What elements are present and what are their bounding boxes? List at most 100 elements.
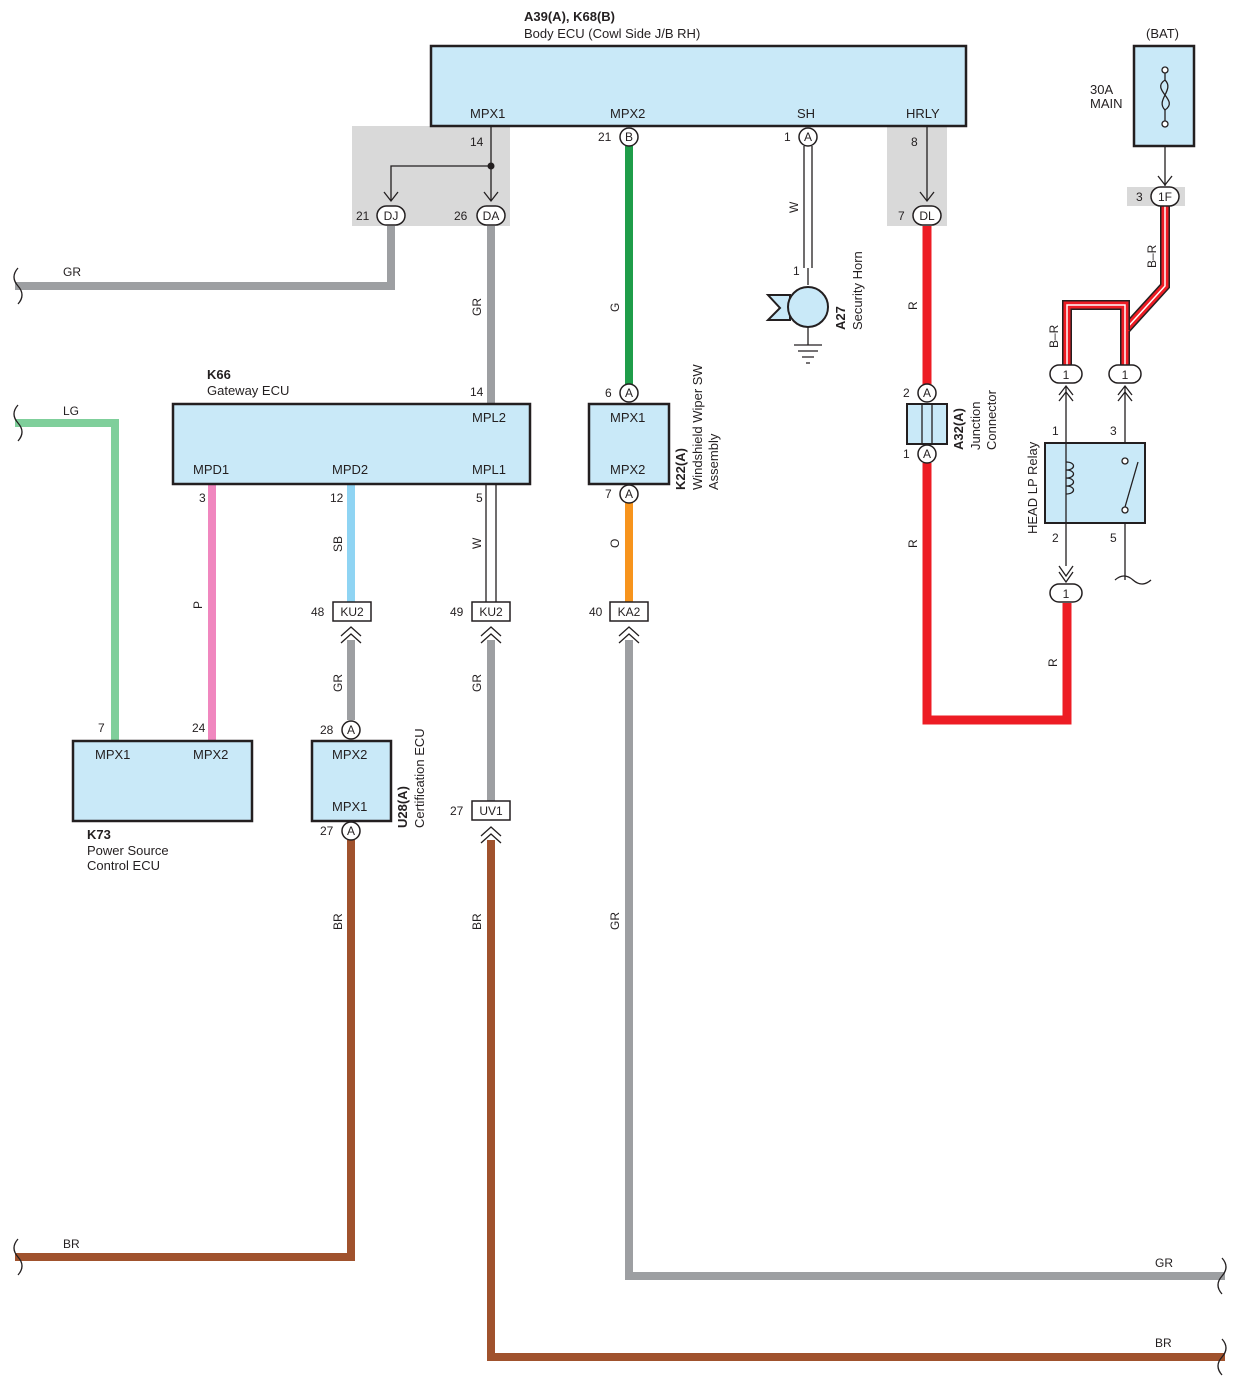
break-gr-right <box>1217 1257 1227 1295</box>
power-source-name-2: Control ECU <box>87 858 160 873</box>
wire-label-gr-ka2: GR <box>608 912 622 930</box>
wire-label-sb: SB <box>331 536 345 552</box>
relay-name: HEAD LP Relay <box>1025 441 1040 534</box>
wire-br-stripe-a <box>1124 206 1166 365</box>
connector-da-num: 26 <box>454 209 468 223</box>
break-relay-5 <box>1114 575 1152 585</box>
gateway-name: Gateway ECU <box>207 383 289 398</box>
wiper-conn-top-letter: A <box>625 386 633 400</box>
wiper-mpx1-label: MPX1 <box>610 410 645 425</box>
relay-pin-2: 2 <box>1052 531 1059 545</box>
connector-uv1-num: 27 <box>450 804 464 818</box>
horn-icon <box>787 286 829 328</box>
horn-icon-body <box>765 294 791 321</box>
wire-br-left <box>15 840 355 1261</box>
body-ecu-code: A39(A), K68(B) <box>524 9 615 24</box>
relay-pin-5: 5 <box>1110 531 1117 545</box>
connector-ku2-48-id: KU2 <box>340 605 364 619</box>
chevron-uv1 <box>480 826 502 844</box>
wire-r-bottom <box>922 463 1072 725</box>
cert-mpx2-label: MPX2 <box>332 747 367 762</box>
horn-code: A27 <box>833 306 848 330</box>
fuse-name: MAIN <box>1090 96 1123 111</box>
wire-label-w-horn: W <box>787 201 801 213</box>
power-source-name-1: Power Source <box>87 843 169 858</box>
chevron-ku2-48 <box>340 626 362 644</box>
junction-top-conn <box>917 383 937 403</box>
break-br-left <box>13 1238 23 1276</box>
connector-ka2-id: KA2 <box>618 605 641 619</box>
cert-name: Certification ECU <box>412 728 427 828</box>
cert-conn-bottom-letter: A <box>347 824 355 838</box>
relay-conn-bottom <box>1049 583 1083 603</box>
wire-label-br-cert: BR <box>331 913 345 930</box>
wiper-conn-bottom <box>619 484 639 504</box>
body-ecu-mpx1-label: MPX1 <box>470 106 505 121</box>
relay-conn-left-top-id: 1 <box>1063 368 1070 382</box>
junction-code: A32(A) <box>951 408 966 450</box>
wiper-mpx2-num: 7 <box>605 487 612 501</box>
connector-ku2-48 <box>332 601 372 622</box>
wire-label-gr-top: GR <box>63 265 81 279</box>
wire-label-gr-uv1: GR <box>470 674 484 692</box>
junction-top-num: 2 <box>903 386 910 400</box>
wire-label-g: G <box>608 303 622 312</box>
connector-1f-id: 1F <box>1158 190 1172 204</box>
body-ecu-box <box>429 44 968 128</box>
gateway-mpd2-num: 12 <box>330 491 344 505</box>
relay-conn-bottom-id: 1 <box>1063 587 1070 601</box>
relay-coil-icon <box>1065 461 1075 495</box>
fuse-source: (BAT) <box>1146 26 1179 41</box>
wire-br-outline-a <box>1120 206 1170 365</box>
body-ecu-sh-label: SH <box>797 106 815 121</box>
arrow-dl <box>919 191 935 203</box>
connector-ka2 <box>609 601 649 622</box>
cert-conn-top-letter: A <box>347 723 355 737</box>
wiper-sw-box <box>587 402 671 486</box>
wiper-name-2: Assembly <box>706 433 721 490</box>
relay-conn-right-top-id: 1 <box>1122 368 1129 382</box>
cert-mpx1-num: 27 <box>320 824 334 838</box>
wiper-mpx1-num: 6 <box>605 386 612 400</box>
connector-a-sh <box>798 127 818 147</box>
relay-pin-1: 1 <box>1052 424 1059 438</box>
gateway-mpl1-label: MPL1 <box>472 462 506 477</box>
cert-mpx2-num: 28 <box>320 723 334 737</box>
wire-label-p: P <box>191 601 205 609</box>
body-ecu-hrly-num: 8 <box>911 135 918 149</box>
fuse-rating: 30A <box>1090 82 1113 97</box>
junction-name-1: Junction <box>968 402 983 450</box>
chevron-ka2 <box>618 626 640 644</box>
connector-ku2-48-num: 48 <box>311 605 325 619</box>
mpx1-branch <box>390 165 491 200</box>
arrow-dj <box>383 191 399 203</box>
relay-contact-top <box>1121 457 1129 465</box>
wiper-mpx2-label: MPX2 <box>610 462 645 477</box>
gateway-mpl1-num: 5 <box>476 491 483 505</box>
relay-pin-3: 3 <box>1110 424 1117 438</box>
body-ecu-sh-num: 1 <box>784 130 791 144</box>
wire-label-br-right: BR <box>1155 1336 1172 1350</box>
body-ecu-mpx2-num: 21 <box>598 130 612 144</box>
connector-uv1-id: UV1 <box>479 804 503 818</box>
wire-label-gr-right: GR <box>1155 1256 1173 1270</box>
gateway-mpl2-num: 14 <box>470 385 484 399</box>
junction-connector-box <box>906 403 948 445</box>
gateway-mpl2-label: MPL2 <box>472 410 506 425</box>
power-source-code: K73 <box>87 827 111 842</box>
connector-1f <box>1150 186 1180 207</box>
connector-dj <box>376 205 406 226</box>
chevron-ku2-49 <box>480 626 502 644</box>
wire-label-gr-cert: GR <box>331 674 345 692</box>
wire-label-gr-da: GR <box>470 298 484 316</box>
cert-conn-bottom <box>341 821 361 841</box>
gateway-mpd2-label: MPD2 <box>332 462 368 477</box>
body-ecu-mpx2-label: MPX2 <box>610 106 645 121</box>
wire-label-o: O <box>608 539 622 548</box>
gateway-ecu-box <box>171 402 532 486</box>
connector-dl <box>912 205 942 226</box>
wire-label-lg: LG <box>63 404 79 418</box>
wiper-code: K22(A) <box>673 448 688 490</box>
relay-conn-left-top <box>1049 364 1083 384</box>
